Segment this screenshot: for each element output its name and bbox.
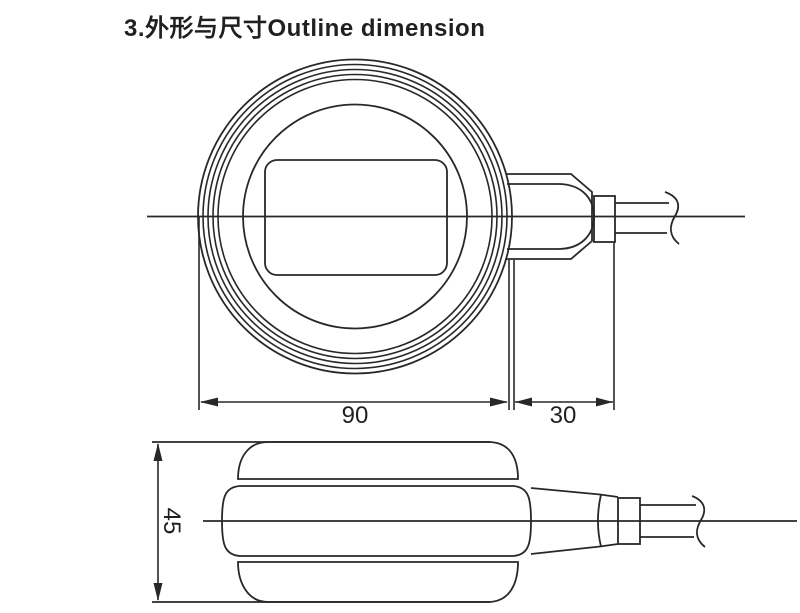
- cable-ferrule: [593, 195, 616, 243]
- cable-lines: [615, 202, 669, 234]
- dimension-label-45: 45: [158, 507, 185, 535]
- bottom-cap: [237, 561, 519, 603]
- arrowhead-left-icon: [200, 397, 218, 407]
- dimension-label-90: 90: [341, 402, 369, 429]
- arrowhead-down-icon: [153, 583, 163, 601]
- arrowhead-right-icon: [596, 397, 613, 407]
- arrowhead-right-icon: [490, 397, 508, 407]
- cable-break-icon: [691, 495, 706, 548]
- arrowhead-left-icon: [515, 397, 532, 407]
- cable-boot-taper: [530, 487, 619, 555]
- top-cap: [237, 441, 519, 480]
- top-view: [147, 58, 745, 410]
- side-view: [152, 441, 797, 603]
- display-window: [264, 159, 448, 276]
- dimension-45: [153, 443, 163, 601]
- arrowhead-up-icon: [153, 443, 163, 461]
- dimension-30: [513, 243, 615, 410]
- cable-break-icon: [664, 191, 680, 245]
- extension-lines-90: [198, 217, 510, 410]
- page-title: 3.外形与尺寸Outline dimension: [124, 15, 486, 42]
- extension-lines-30: [513, 243, 615, 410]
- dimension-label-30: 30: [549, 402, 577, 429]
- cable-lines: [640, 504, 696, 538]
- dimension-90: [198, 217, 510, 410]
